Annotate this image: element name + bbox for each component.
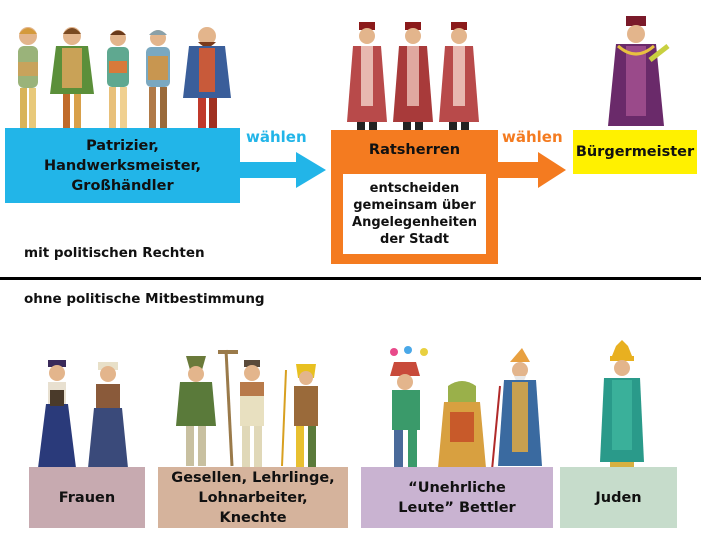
patrizier-label: Patrizier, Handwerksmeister, Großhändler bbox=[43, 137, 202, 194]
juden-figure-icon bbox=[600, 340, 644, 470]
unehrlich-box: “Unehrliche Leute” Bettler bbox=[361, 467, 553, 528]
buergermeister-box: Bürgermeister bbox=[573, 130, 697, 174]
ratsherren-box: Ratsherren entscheiden gemeinsam über An… bbox=[331, 130, 498, 264]
juden-label: Juden bbox=[595, 489, 642, 506]
arrow2-label: wählen bbox=[502, 128, 563, 146]
patrizier-group-icon bbox=[18, 27, 231, 132]
buergermeister-label: Bürgermeister bbox=[575, 144, 695, 160]
ratsherren-desc: entscheiden gemeinsam über Angelegenheit… bbox=[352, 181, 477, 247]
arrow1-label: wählen bbox=[246, 128, 307, 146]
no-rights-label: ohne politische Mitbestimmung bbox=[24, 291, 265, 307]
divider-line bbox=[0, 277, 701, 280]
arrow-right-icon bbox=[496, 152, 566, 188]
gesellen-group-icon bbox=[176, 349, 318, 468]
frauen-group-icon bbox=[38, 360, 128, 468]
unehrlich-label: “Unehrliche Leute” Bettler bbox=[398, 479, 516, 516]
gesellen-label: Gesellen, Lehrlinge, Lohnarbeiter, Knech… bbox=[171, 469, 335, 526]
ratsherren-label: Ratsherren bbox=[368, 142, 461, 158]
gesellen-box: Gesellen, Lehrlinge, Lohnarbeiter, Knech… bbox=[158, 467, 348, 528]
frauen-box: Frauen bbox=[29, 467, 145, 528]
rights-label: mit politischen Rechten bbox=[24, 245, 205, 261]
unehrlich-group-icon bbox=[390, 346, 542, 471]
frauen-label: Frauen bbox=[58, 489, 116, 506]
ratsherren-group-icon bbox=[347, 22, 479, 132]
patrizier-box: Patrizier, Handwerksmeister, Großhändler bbox=[5, 128, 240, 203]
juden-box: Juden bbox=[560, 467, 677, 528]
ratsherren-desc-box: entscheiden gemeinsam über Angelegenheit… bbox=[343, 174, 486, 254]
arrow-right-icon bbox=[238, 152, 326, 188]
buergermeister-figure-icon bbox=[608, 16, 670, 126]
